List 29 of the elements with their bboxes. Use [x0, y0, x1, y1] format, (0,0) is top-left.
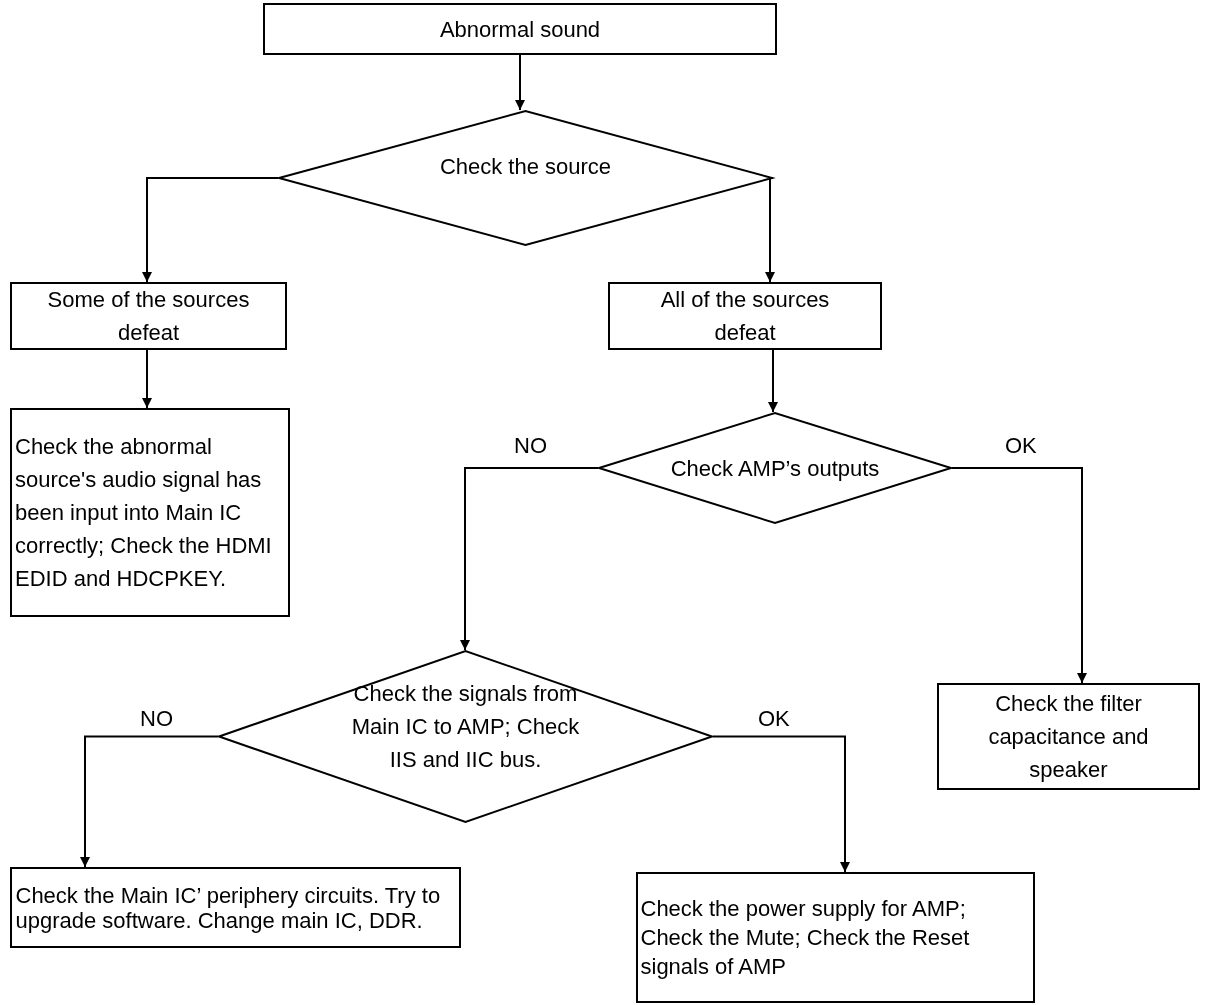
arrow: [142, 349, 152, 409]
process-box: [608, 282, 882, 350]
decision-diamond: [218, 650, 713, 823]
arrow: [515, 54, 525, 111]
decision-diamond: [278, 110, 773, 246]
node-text: Check the signals from Main IC to AMP; Check IIS and IIC bus.: [350, 680, 581, 774]
arrow: [951, 467, 1087, 684]
process-box: [10, 282, 287, 350]
node-text: Check AMP’s outputs: [669, 454, 881, 483]
process-box: [937, 683, 1200, 790]
node-text: Check the power supply for AMP; Check the Mute; Check the Reset signals of AMP: [640, 895, 971, 981]
process-box: [636, 872, 1035, 1003]
arrow: [80, 735, 219, 868]
node-text: Check the Main IC’ periphery circuits. Try to upgrade software. Change main IC, DDR.: [15, 882, 442, 933]
node-text: Check the source: [438, 152, 613, 181]
process-box: [10, 408, 290, 617]
process-box: [10, 867, 461, 948]
arrow: [460, 467, 599, 651]
decision-diamond: [598, 412, 952, 524]
node-text: Check the abnormal source's audio signal has been input into Main IC correctly; Check the HDMI EDID and HDCPKEY.: [15, 433, 273, 593]
arrow: [768, 349, 778, 413]
node-text: All of the sources defeat: [659, 286, 831, 347]
node-text: Check the filter capacitance and speaker: [987, 690, 1150, 784]
arrow: [142, 177, 279, 283]
node-text: Abnormal sound: [438, 15, 602, 44]
arrow: [765, 177, 775, 283]
node-text: Some of the sources defeat: [46, 286, 251, 347]
arrow: [712, 735, 850, 873]
process-box: [263, 3, 777, 55]
